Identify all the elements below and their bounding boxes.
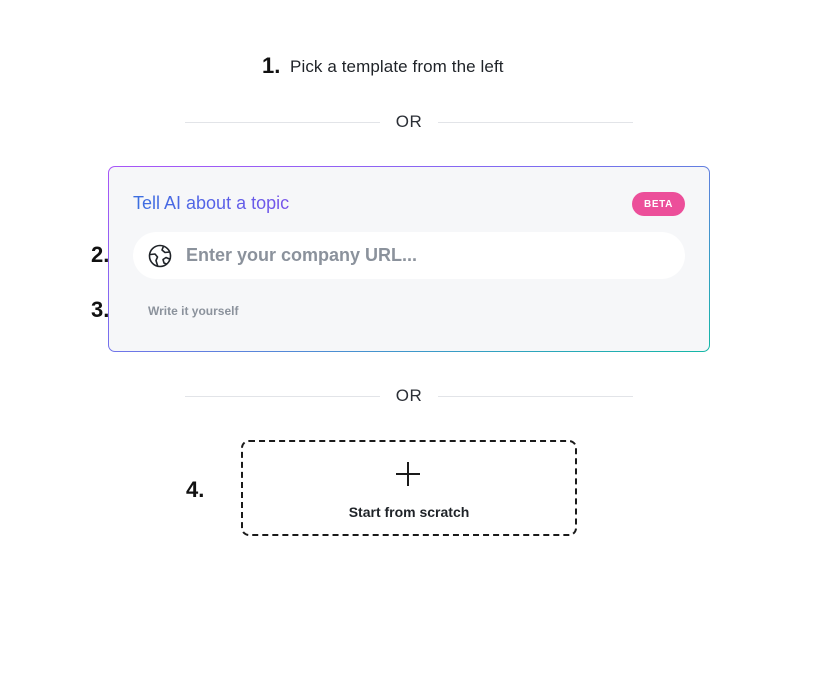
globe-icon — [148, 244, 172, 268]
step-1-number: 1. — [262, 53, 281, 78]
ai-card-title: Tell AI about a topic — [133, 193, 290, 213]
beta-badge: BETA — [632, 192, 685, 216]
write-it-yourself-link[interactable]: Write it yourself — [148, 304, 239, 318]
step-2-number: 2. — [91, 242, 110, 267]
start-from-scratch-label: Start from scratch — [348, 504, 470, 520]
divider-line-left — [185, 395, 380, 397]
step-1-text: Pick a template from the left — [290, 57, 504, 76]
start-from-scratch-button[interactable]: Start from scratch — [241, 440, 577, 536]
divider-line-right — [438, 121, 633, 123]
ai-topic-card: Tell AI about a topic BETA Write it your… — [108, 166, 710, 352]
or-divider-top: OR — [185, 112, 633, 132]
plus-icon — [396, 462, 420, 486]
step-3-number: 3. — [91, 297, 110, 322]
divider-line-right — [438, 395, 633, 397]
company-url-input[interactable] — [186, 245, 666, 266]
step-4-number: 4. — [186, 477, 205, 502]
or-label: OR — [395, 386, 423, 405]
ai-topic-card-body: Tell AI about a topic BETA Write it your… — [109, 167, 709, 351]
company-url-field[interactable] — [133, 232, 685, 279]
divider-line-left — [185, 121, 380, 123]
or-divider-bottom: OR — [185, 386, 633, 406]
or-label: OR — [395, 112, 423, 131]
